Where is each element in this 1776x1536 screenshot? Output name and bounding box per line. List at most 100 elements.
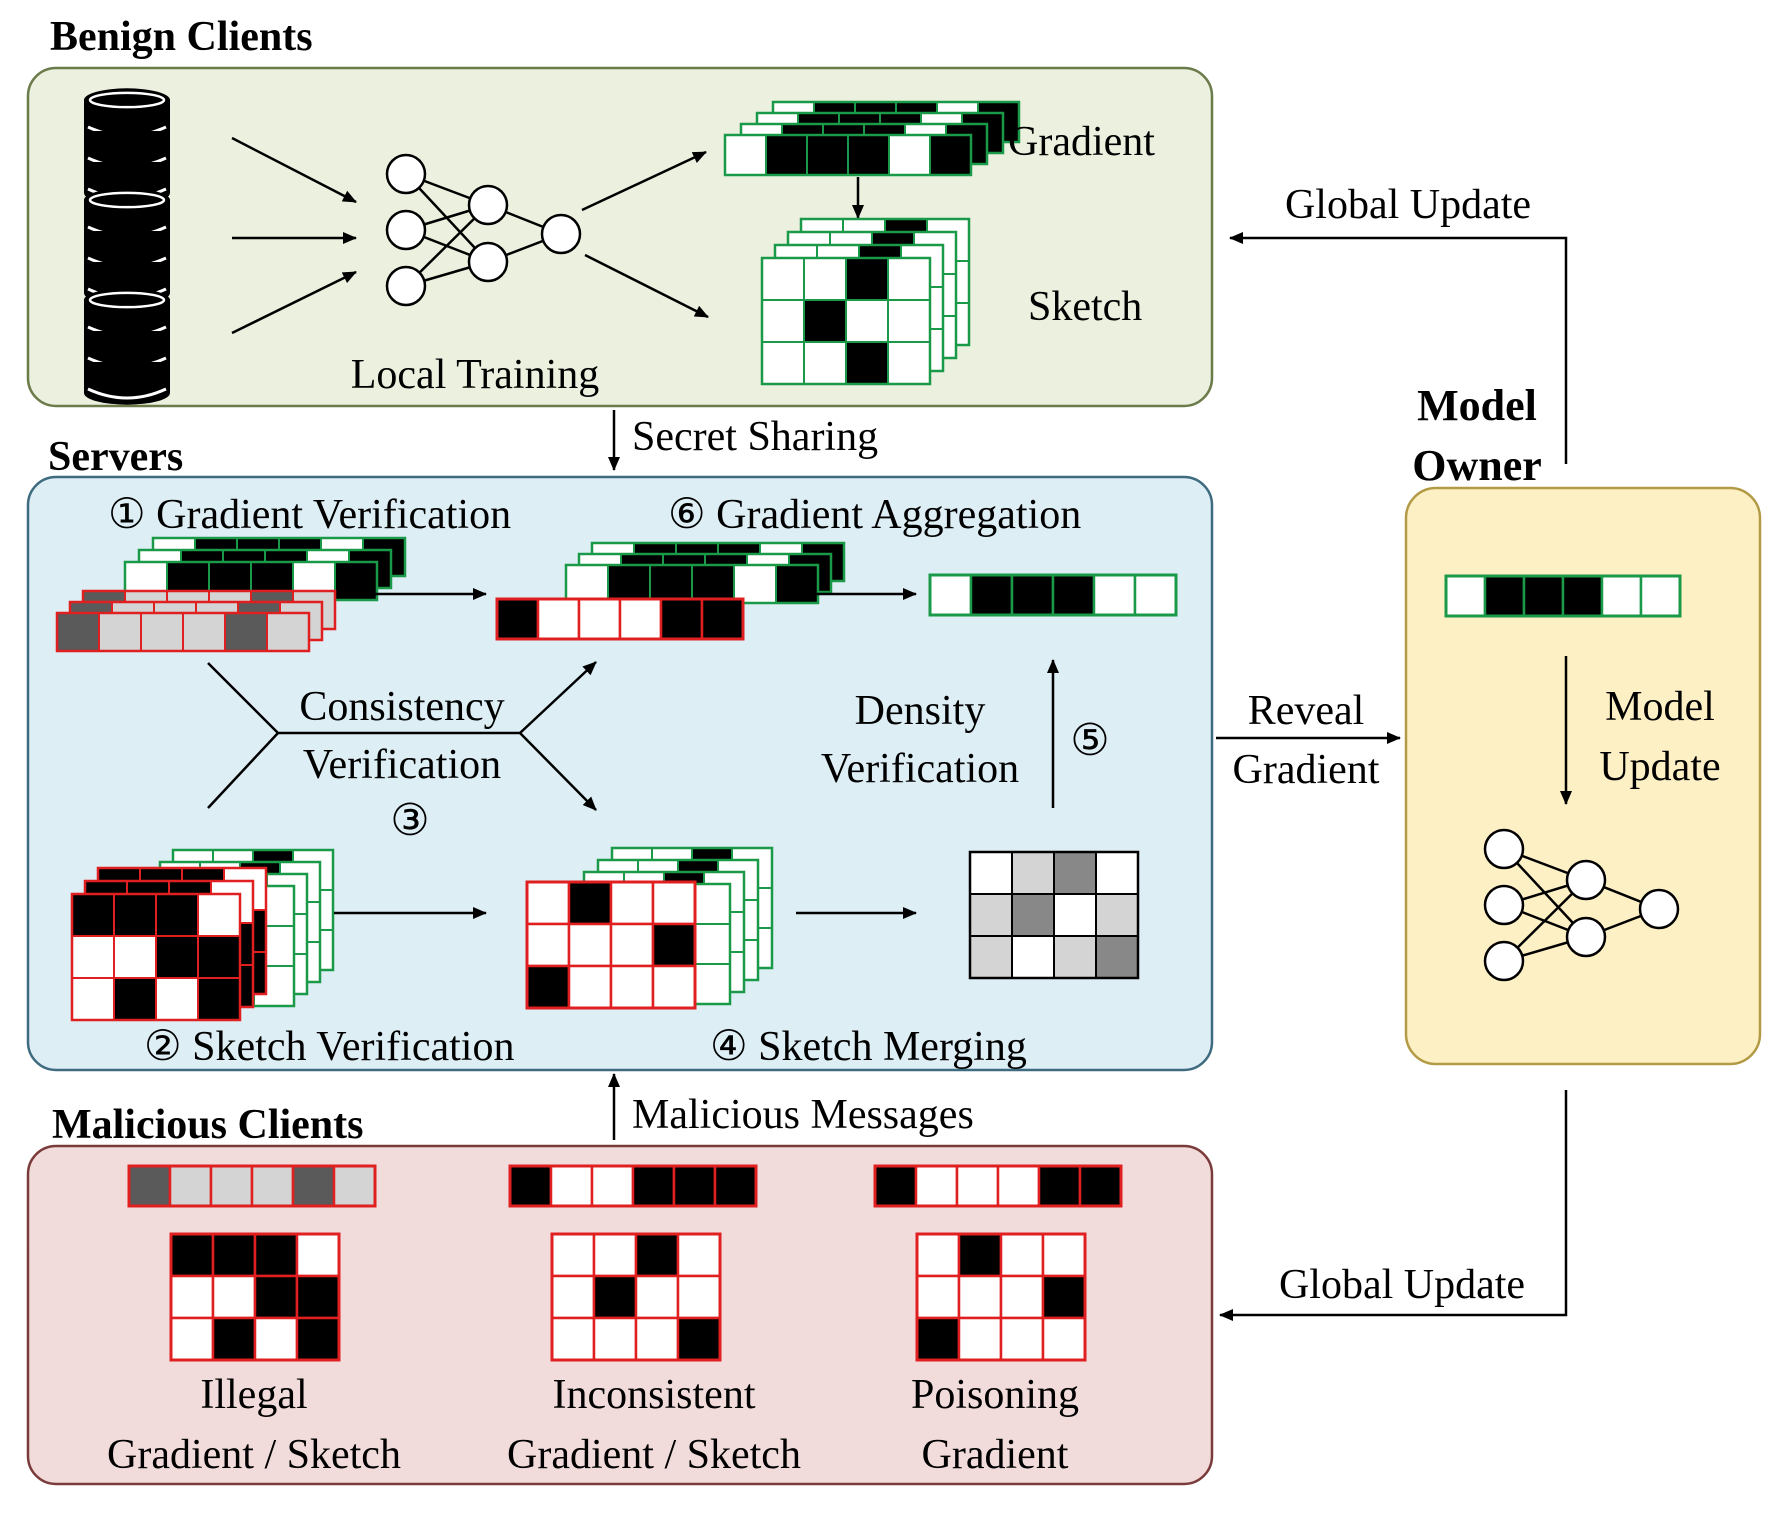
gradient-cell: [929, 134, 972, 176]
sketch-cell: [676, 1316, 722, 1362]
sketch-cell: [71, 977, 115, 1021]
gradient-cell: [565, 564, 609, 604]
sketch-cell: [609, 964, 655, 1010]
sketch-cell: [1011, 893, 1055, 937]
sketch-cell: [1011, 935, 1055, 979]
gradient-cell: [1010, 573, 1055, 617]
sketch-cell: [651, 922, 697, 968]
sketch-input-stack: [70, 848, 335, 1022]
gradient-cell: [1133, 573, 1178, 617]
consistency-label: Consistency: [299, 684, 504, 730]
sketch-cell: [803, 257, 847, 301]
sketch-cell: [634, 1316, 680, 1362]
gradient-cell: [140, 612, 184, 652]
gradient-cell: [649, 564, 693, 604]
sketch-cell: [1041, 1232, 1087, 1278]
sketch-cell: [887, 341, 931, 385]
sketch-cell: [71, 893, 115, 937]
step1-gradient-verification: ① Gradient Verification: [108, 492, 511, 538]
sketch-cell: [1095, 935, 1139, 979]
gradient-cell: [724, 134, 767, 176]
sketch-cell: [592, 1232, 638, 1278]
global-update-top-label: Global Update: [1285, 182, 1531, 228]
gradient-cell: [250, 1164, 295, 1208]
gradient-cell: [672, 1164, 717, 1208]
benign-clients-title: Benign Clients: [50, 14, 313, 60]
network-node: [540, 213, 582, 255]
network-node: [467, 241, 509, 283]
sketch-cell: [887, 299, 931, 343]
sketch-cell: [676, 1232, 722, 1278]
gradient-bar-outline: [495, 597, 745, 641]
sketch-cell: [169, 1274, 215, 1320]
arrow-icon: [519, 732, 597, 811]
sketch-cell: [887, 257, 931, 301]
gradient-cell: [495, 597, 540, 641]
sketch-cell: [609, 922, 655, 968]
gradient-cell: [914, 1164, 959, 1208]
gradient-cell: [536, 597, 581, 641]
database-rim: [88, 91, 166, 109]
gradient-cell: [1639, 574, 1682, 618]
sketch-cell: [761, 299, 805, 343]
gradient-cell: [549, 1164, 594, 1208]
sketch-cell: [113, 935, 157, 979]
sketch-cell: [211, 1316, 257, 1362]
sketch-cell: [1041, 1316, 1087, 1362]
sketch-cell: [803, 341, 847, 385]
sketch-cell: [155, 935, 199, 979]
gradient-bar-outline: [723, 133, 973, 177]
verified-sketch-stack: [525, 846, 774, 1010]
sketch-outline: [968, 850, 1140, 980]
sketch-cell: [1053, 935, 1097, 979]
sketch-outline: [915, 1232, 1087, 1362]
sketch-cell: [915, 1316, 961, 1362]
sketch-cell: [634, 1232, 680, 1278]
sketch-cell: [803, 299, 847, 343]
malicious-clients-title: Malicious Clients: [52, 1102, 364, 1148]
sketch-cell: [295, 1316, 341, 1362]
sketch-cell: [761, 257, 805, 301]
sketch-cell: [155, 893, 199, 937]
sketch-cell: [957, 1316, 1003, 1362]
local-training-label: Local Training: [351, 352, 600, 398]
network-node: [385, 209, 427, 251]
sketch-cell: [71, 935, 115, 979]
gradient-reveal-label: Gradient: [1233, 747, 1380, 793]
step3-number: ③: [390, 796, 429, 845]
model-owner-title-line2: Owner: [1412, 441, 1542, 490]
gradient-cell: [775, 564, 819, 604]
database-icon: [84, 88, 170, 205]
database-line: [87, 387, 167, 400]
gradient-cell: [590, 1164, 635, 1208]
secret-sharing-label: Secret Sharing: [632, 414, 878, 460]
gradient-cell: [996, 1164, 1041, 1208]
sketch-cell: [651, 880, 697, 926]
database-icon: [84, 288, 170, 405]
sketch-cell: [999, 1232, 1045, 1278]
verification-label: Verification: [303, 742, 501, 788]
sketch-cell: [567, 964, 613, 1010]
gradient-cell: [765, 134, 808, 176]
gradient-cell: [266, 612, 310, 652]
sketch-cell: [634, 1274, 680, 1320]
sketch-cell: [211, 1274, 257, 1320]
sketch-cell: [1041, 1274, 1087, 1320]
sketch-cell: [211, 1232, 257, 1278]
gradient-input-stack: [55, 536, 407, 653]
step2-sketch-verification: ② Sketch Verification: [144, 1024, 514, 1070]
sketch-cell: [915, 1232, 961, 1278]
inconsistent-label-line1: Inconsistent: [553, 1372, 756, 1418]
sketch-cell: [295, 1232, 341, 1278]
revealed-gradient: [1444, 574, 1682, 618]
network-node: [1565, 916, 1607, 958]
model-owner-title-line1: Model: [1417, 381, 1537, 430]
sketch-cell: [550, 1316, 596, 1362]
gradient-cell: [618, 597, 663, 641]
gradient-label: Gradient: [1008, 119, 1155, 165]
network-node: [467, 184, 509, 226]
sketch-cell: [550, 1232, 596, 1278]
gradient-bar-outline: [1444, 574, 1682, 618]
gradient-cell: [631, 1164, 676, 1208]
illegal-label-line2: Gradient / Sketch: [107, 1432, 401, 1478]
